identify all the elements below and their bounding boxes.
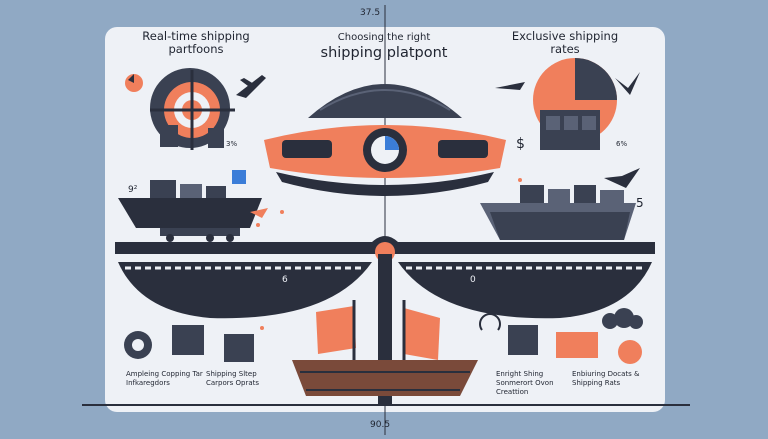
center-title-small: Choosing the right xyxy=(337,32,431,43)
top-number: 37.5 xyxy=(360,8,381,18)
gauge-icon xyxy=(479,313,501,331)
box-icon-center-left xyxy=(224,334,254,362)
right-title: Exclusive shipping rates xyxy=(511,29,619,57)
sparkle-icons xyxy=(256,178,522,330)
left-percent: 3% xyxy=(226,140,238,148)
cloud-icon xyxy=(602,308,643,329)
radar-dial-icon xyxy=(150,68,235,150)
center-title-large: shipping platpont xyxy=(320,44,448,61)
gear-icon xyxy=(124,331,152,359)
pie-chart-icon xyxy=(533,58,617,150)
beam-right-number: 0 xyxy=(470,275,476,285)
caption-left-2: Shipping Sltep Carpors Oprats xyxy=(206,370,260,387)
right-percent: 6% xyxy=(616,140,628,148)
caption-right-1: Enright Shing Sonmerort Ovon Creattion xyxy=(496,370,554,396)
five-label: 5 xyxy=(636,196,644,210)
coin-icon xyxy=(618,340,642,364)
bottom-number: 90.5 xyxy=(370,420,391,430)
ufo-platform-icon xyxy=(264,84,506,196)
beam-left-number: 6 xyxy=(282,275,288,285)
dollar-right: $ xyxy=(516,136,525,152)
bird-icon xyxy=(495,72,640,188)
sailing-ship-icon xyxy=(292,300,478,396)
box-icon-left xyxy=(172,325,204,355)
airplane-icon xyxy=(236,75,266,98)
coupon-icon xyxy=(556,332,598,358)
cargo-ship-right-icon xyxy=(480,185,636,240)
left-title: Real-time shipping partfoons xyxy=(142,29,250,57)
box-icon-right xyxy=(508,325,538,355)
center-title: Choosing the right shipping platpont xyxy=(296,32,472,61)
caption-left-1: Ampleing Copping Tar Infkaregdors xyxy=(126,370,203,387)
left-stat: 9² xyxy=(128,185,138,195)
cargo-ship-left-icon xyxy=(118,170,268,242)
caption-right-2: Enbiuring Docats & Shipping Rats xyxy=(572,370,640,387)
